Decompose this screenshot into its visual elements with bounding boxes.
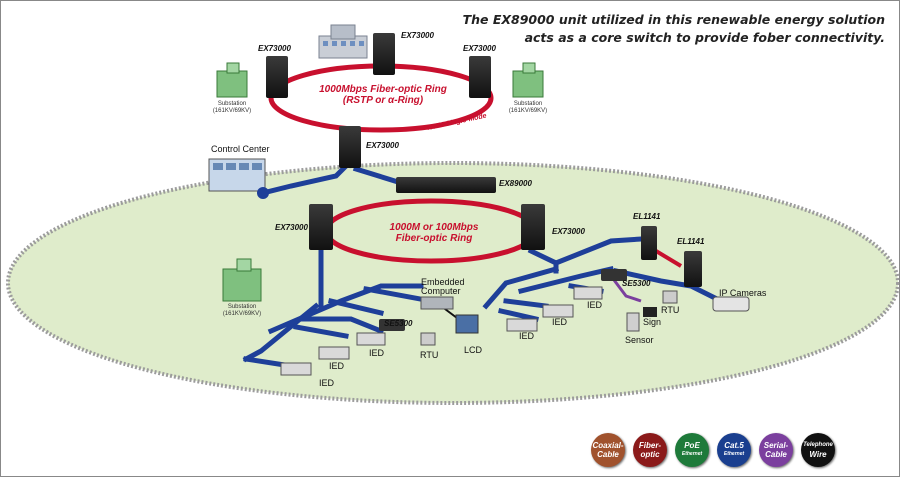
switch-icon (266, 56, 288, 98)
substation-building-icon (512, 62, 544, 98)
switch-icon (373, 33, 395, 75)
lcd-label: LCD (464, 345, 483, 355)
device-label-ex73000: EX73000 (401, 31, 434, 40)
ied-icon (356, 332, 386, 346)
switch-icon (309, 204, 333, 250)
media-converter-icon (684, 251, 702, 287)
ied-icon (573, 286, 603, 300)
lower-ring-line-2: Fiber-optic Ring (395, 233, 473, 244)
media-converter-icon (641, 226, 657, 260)
control-center-label: Control Center (211, 144, 270, 154)
legend-serial-cable: Serial-Cable (759, 433, 793, 467)
ip-camera-icon (712, 296, 750, 312)
serial-server-icon (601, 269, 627, 281)
device-label-se5300: SE5300 (384, 319, 413, 328)
device-label-ex73000: EX73000 (552, 227, 585, 236)
legend-coaxial-cable: Coaxial-Cable (591, 433, 625, 467)
rtu-label: RTU (661, 305, 680, 315)
headline: The EX89000 unit utilized in this renewa… (463, 11, 885, 47)
ip-cameras-label: IP Cameras (719, 288, 767, 298)
substation-label: Substation (161KV/69KV) (222, 304, 262, 317)
sensor-icon (626, 312, 640, 332)
device-label-ex89000: EX89000 (499, 179, 532, 188)
rtu-icon (662, 290, 678, 304)
ethernet-links (242, 157, 725, 369)
lower-ring-label: 1000M or 100Mbps Fiber-optic Ring (379, 222, 489, 244)
ied-label: IED (319, 378, 335, 388)
device-label-ex73000: EX73000 (366, 141, 399, 150)
top-ring-label: 1000Mbps Fiber-optic Ring (RSTP or α-Rin… (313, 84, 453, 106)
ied-label: IED (552, 317, 568, 327)
serial-link (609, 275, 642, 303)
rack-switch-icon (396, 177, 496, 193)
headline-line-2: acts as a core switch to provide fober c… (524, 30, 885, 45)
ied-label: IED (519, 331, 535, 341)
device-label-ex73000: EX73000 (275, 223, 308, 232)
device-label-el1141: EL1141 (633, 212, 661, 221)
embedded-computer-label: Embedded Computer (421, 277, 465, 296)
rtu-icon (420, 332, 436, 346)
substation-label: Substation (161KV/69KV) (212, 101, 252, 114)
ied-icon (318, 346, 350, 360)
substation-building-icon (222, 258, 262, 302)
top-ring-line-1: 1000Mbps Fiber-optic Ring (319, 84, 447, 95)
sign-icon (643, 307, 657, 317)
lower-ring-line-1: 1000M or 100Mbps (389, 222, 479, 233)
top-ring-line-2: (RSTP or α-Ring) (342, 95, 424, 106)
field-ellipse (6, 161, 899, 405)
device-label-el1141: EL1141 (677, 237, 705, 246)
ied-label: IED (369, 348, 385, 358)
rtu-label: RTU (420, 350, 439, 360)
substation-label: Substation (161KV/69KV) (508, 101, 548, 114)
legend-fiber-optic: Fiber-optic (633, 433, 667, 467)
serial-server-icon (379, 319, 405, 331)
device-label-se5300: SE5300 (622, 279, 651, 288)
ied-label: IED (587, 300, 603, 310)
switch-icon (339, 126, 361, 168)
ied-label: IED (329, 361, 345, 371)
device-label-ex73000: EX73000 (463, 44, 496, 53)
device-label-ex73000: EX73000 (258, 44, 291, 53)
control-center-icon (208, 158, 269, 199)
switch-icon (469, 56, 491, 98)
sign-label: Sign (643, 317, 662, 327)
office-building-icon (318, 24, 368, 59)
switch-icon (521, 204, 545, 250)
ied-icon (506, 318, 538, 332)
ied-icon (542, 304, 574, 318)
ied-icon (280, 362, 312, 376)
embedded-computer-icon (420, 296, 454, 310)
lcd-icon (455, 314, 479, 334)
substation-building-icon (216, 62, 248, 98)
headline-line-1: The EX89000 unit utilized in this renewa… (462, 12, 885, 27)
sensor-label: Sensor (625, 335, 654, 345)
